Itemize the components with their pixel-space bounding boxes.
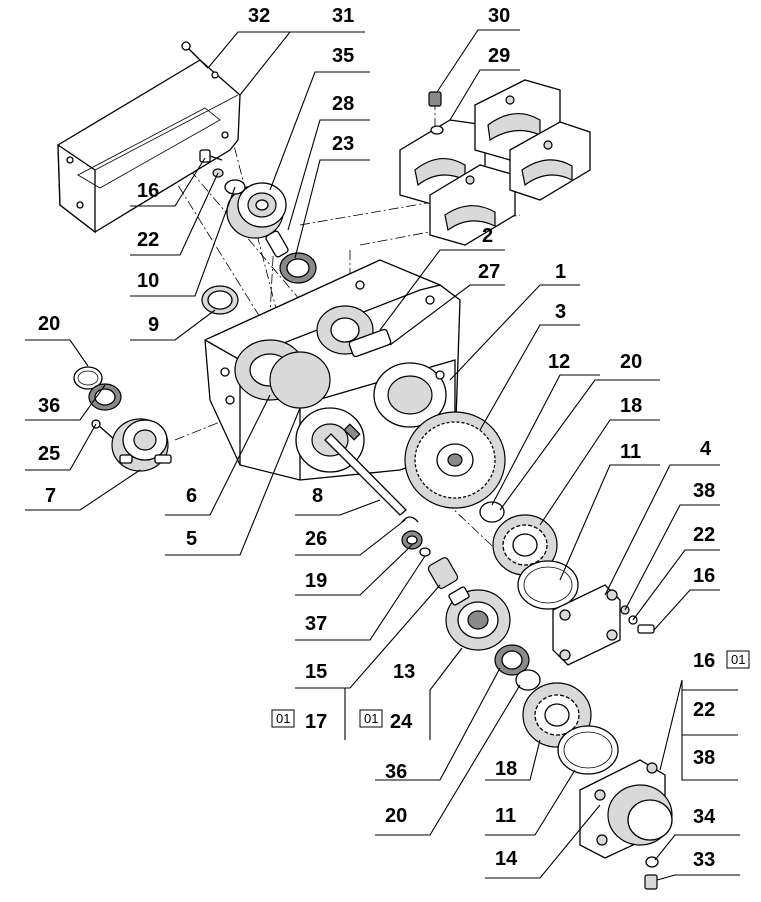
- label-35: 35: [332, 45, 354, 67]
- bearing-18-top: [492, 514, 558, 576]
- label-29: 29: [488, 45, 510, 67]
- label-25: 25: [38, 443, 60, 465]
- label-4: 4: [700, 438, 712, 460]
- washer-37: [419, 547, 431, 557]
- circlip-20-left: [73, 366, 103, 390]
- shaft-8: [324, 423, 407, 516]
- label-26: 26: [305, 528, 327, 550]
- cover-part: [57, 59, 241, 234]
- label-16-right: 16: [693, 565, 715, 587]
- label-36-bottom: 36: [385, 761, 407, 783]
- label-17: 17: [305, 711, 327, 733]
- label-5: 5: [186, 528, 197, 550]
- label-33: 33: [693, 849, 715, 871]
- label-27: 27: [478, 261, 500, 283]
- bolt-25: [91, 419, 116, 441]
- label-22-right: 22: [693, 524, 715, 546]
- bearing-blocks-29: [399, 79, 591, 246]
- bearing-23: [265, 230, 317, 284]
- label-24: 24: [390, 711, 413, 733]
- bolt-32: [181, 41, 209, 69]
- svg-text:01: 01: [364, 711, 378, 726]
- label-18-bottom: 18: [495, 758, 517, 780]
- part-labels: 32 31 35 28 23 16 22 10 9 30 29 2 27 1 3…: [38, 5, 716, 871]
- label-7: 7: [45, 485, 56, 507]
- label-15: 15: [305, 661, 327, 683]
- label-36-left: 36: [38, 395, 60, 417]
- cover-4: [552, 584, 621, 666]
- label-31: 31: [332, 5, 354, 27]
- bolt-16-right: [620, 605, 655, 634]
- circlip-20-bottom: [515, 669, 541, 691]
- pulley-35: [224, 179, 287, 239]
- label-14: 14: [495, 848, 518, 870]
- ring-11-bottom: [557, 725, 619, 775]
- label-11-bottom: 11: [495, 805, 516, 827]
- label-20-left: 20: [38, 313, 60, 335]
- leader-lines: [25, 29, 740, 881]
- svg-text:01: 01: [276, 711, 290, 726]
- flange-13: [445, 586, 511, 651]
- variant-box-24: 01: [359, 709, 383, 728]
- seal-36-bottom: [494, 644, 530, 676]
- label-38-bottom: 38: [693, 747, 715, 769]
- label-19: 19: [305, 570, 327, 592]
- label-22-bottom: 22: [693, 699, 715, 721]
- label-10: 10: [137, 270, 159, 292]
- circlip-12: [479, 501, 505, 523]
- label-28: 28: [332, 93, 354, 115]
- label-12: 12: [548, 351, 570, 373]
- flange-7: [111, 418, 172, 472]
- label-37: 37: [305, 613, 327, 635]
- label-11-top: 11: [620, 441, 641, 463]
- label-16-top: 16: [137, 180, 159, 202]
- label-16-bottom: 16: [693, 650, 715, 672]
- label-34: 34: [693, 806, 716, 828]
- label-2: 2: [482, 225, 493, 247]
- key-26: [401, 516, 419, 523]
- label-3: 3: [555, 301, 566, 323]
- plug-33: [644, 874, 658, 890]
- variant-box-16: 01: [726, 650, 750, 669]
- bushing-15: [427, 557, 459, 589]
- seal-9: [201, 285, 239, 315]
- screw-30: [428, 91, 444, 135]
- label-32: 32: [248, 5, 270, 27]
- bearing-19: [401, 530, 423, 550]
- label-8: 8: [312, 485, 323, 507]
- end-cap-14: [579, 759, 673, 859]
- label-30: 30: [488, 5, 510, 27]
- seal-36-left: [88, 383, 122, 411]
- svg-text:01: 01: [731, 652, 745, 667]
- label-20-bottom: 20: [385, 805, 407, 827]
- label-38-top: 38: [693, 480, 715, 502]
- label-23: 23: [332, 133, 354, 155]
- label-6: 6: [186, 485, 197, 507]
- variant-box-17: 01: [271, 709, 295, 728]
- label-13: 13: [393, 661, 415, 683]
- gearbox-housing: [204, 259, 461, 481]
- label-18-top: 18: [620, 395, 642, 417]
- label-22-top: 22: [137, 229, 159, 251]
- label-1: 1: [555, 261, 566, 283]
- gear-3: [404, 411, 506, 509]
- label-9: 9: [148, 314, 159, 336]
- label-20-right: 20: [620, 351, 642, 373]
